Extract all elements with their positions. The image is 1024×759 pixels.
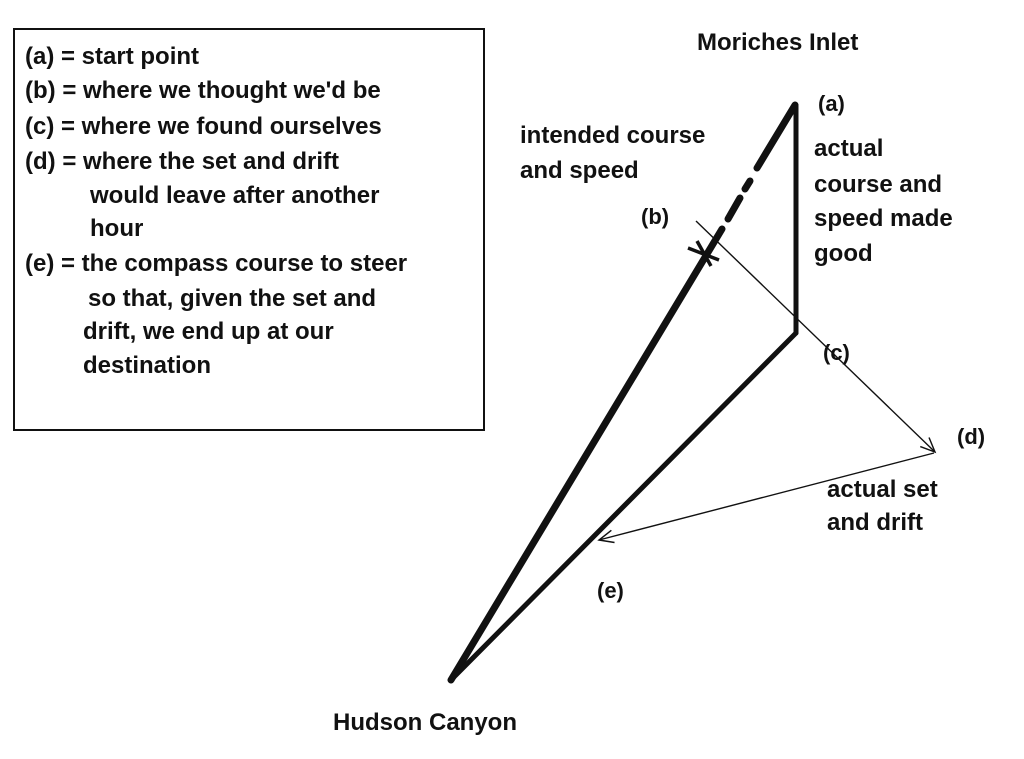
legend-line-a: (a) = start point	[25, 43, 200, 70]
moriches-inlet-label: Moriches Inlet	[697, 29, 859, 56]
legend-line-e-3: drift, we end up at our	[83, 318, 334, 345]
legend-line-d-3: hour	[90, 215, 144, 242]
legend-box	[13, 28, 485, 431]
point-b-label: (b)	[641, 204, 670, 229]
legend-line-b: (b) = where we thought we'd be	[25, 77, 381, 104]
actual-course-label-3: speed made	[814, 205, 953, 232]
set-drift-arrow-de	[597, 452, 935, 544]
intended-course-line	[447, 225, 726, 684]
compass-course-line	[448, 330, 799, 683]
legend-line-d-1: (d) = where the set and drift	[25, 148, 340, 175]
legend-line-e-1: (e) = the compass course to steer	[25, 250, 408, 277]
actual-course-label-2: course and	[814, 171, 943, 198]
actual-course-label-1: actual	[814, 135, 884, 162]
intended-course-dash-1	[753, 101, 799, 172]
point-a-label: (a)	[818, 91, 845, 116]
legend-line-c: (c) = where we found ourselves	[25, 113, 382, 140]
set-drift-arrow-bd	[695, 220, 937, 454]
legend-line-e-2: so that, given the set and	[88, 285, 377, 312]
intended-course-dash-3	[724, 194, 744, 223]
point-b-cross-2	[695, 240, 713, 267]
point-e-label: (e)	[597, 578, 624, 603]
point-c-label: (c)	[823, 340, 850, 365]
hudson-canyon-label: Hudson Canyon	[333, 709, 517, 736]
actual-course-label-4: good	[814, 240, 873, 267]
set-drift-label-1: actual set	[827, 476, 938, 503]
legend-line-e-4: destination	[83, 352, 212, 379]
legend-line-d-2: would leave after another	[90, 182, 380, 209]
set-drift-label-2: and drift	[827, 509, 923, 536]
intended-course-dash-2	[741, 177, 754, 193]
point-d-label: (d)	[957, 424, 986, 449]
intended-course-label-2: and speed	[520, 157, 639, 184]
intended-course-label-1: intended course	[520, 122, 706, 149]
